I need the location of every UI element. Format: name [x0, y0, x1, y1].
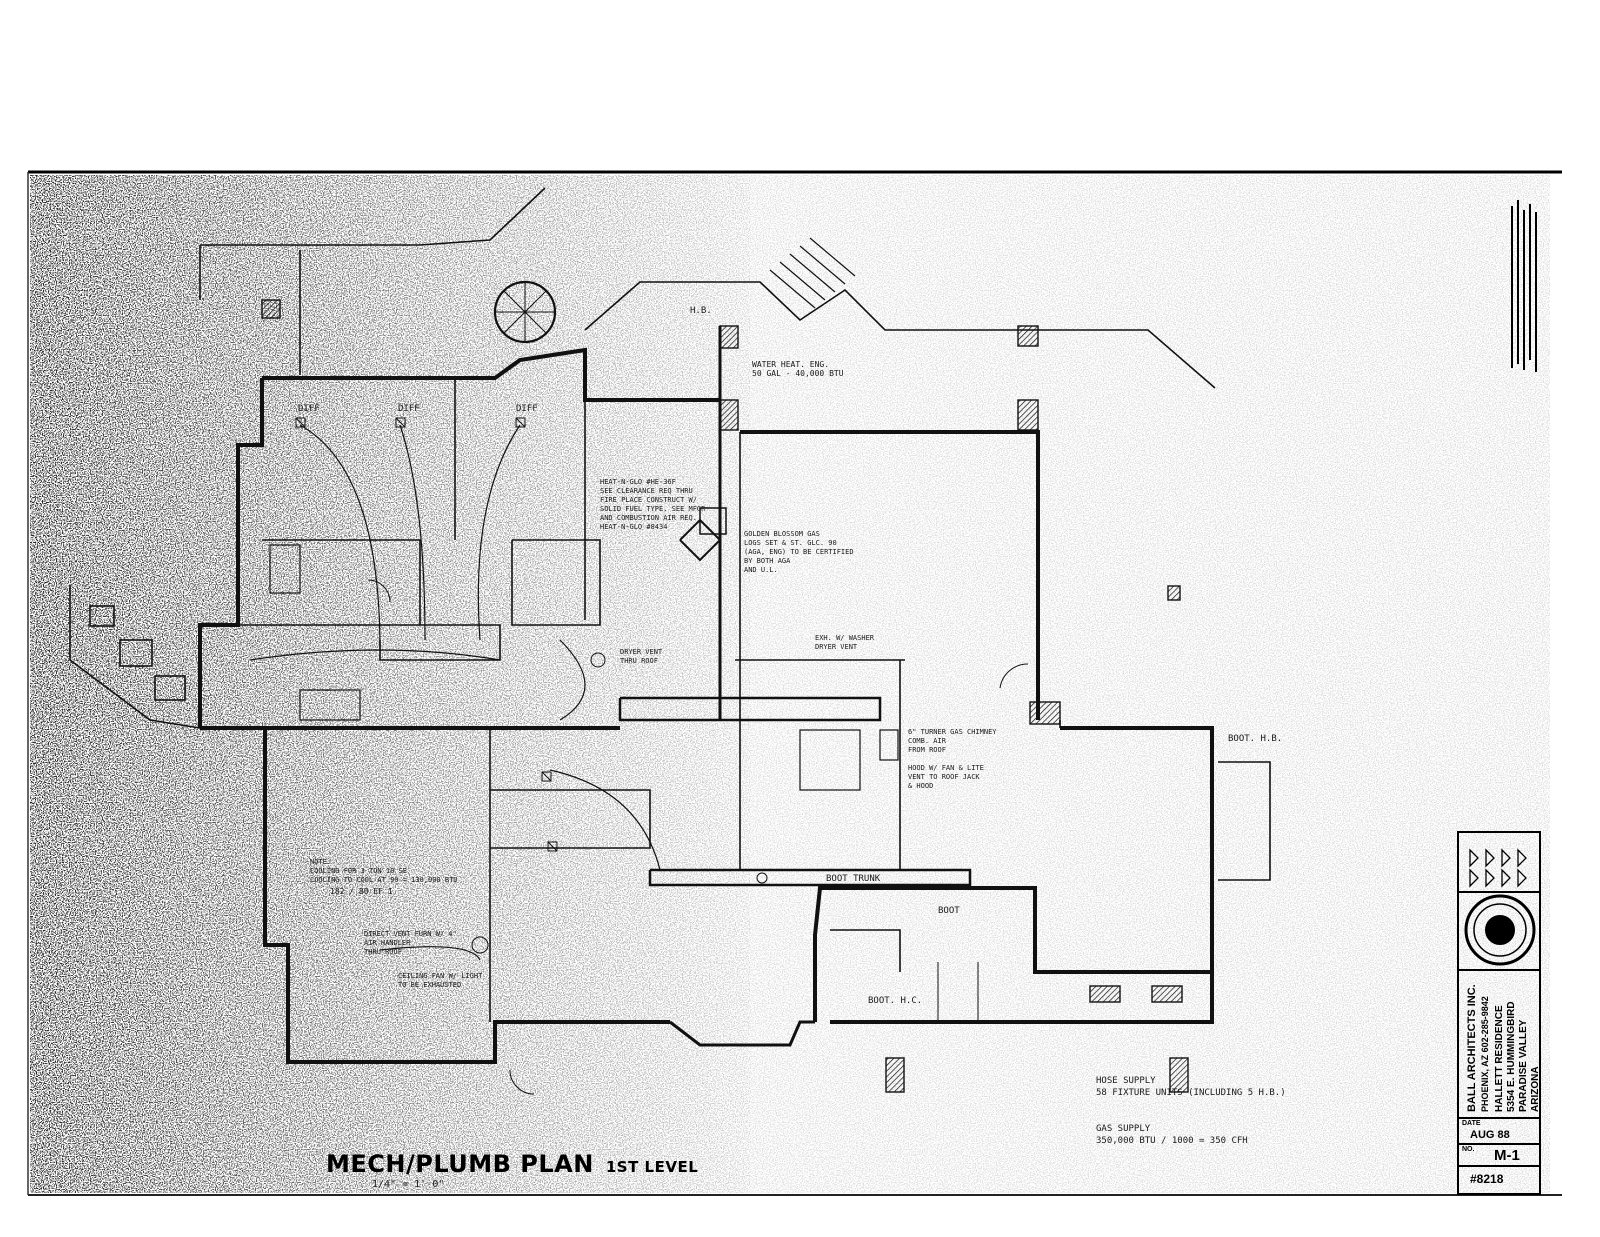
fireplace-note: HEAT-N-GLO #HE-36F SEE CLEARANCE REQ THR…: [600, 478, 706, 531]
boot-label: BOOT: [938, 906, 960, 916]
drawing-scale: 1/4" = 1'-0": [372, 1179, 445, 1190]
date-value: AUG 88: [1470, 1129, 1510, 1141]
heat-load-note: NOTE: COOLING FOR 3 TON 10 SE COOLING TO…: [310, 858, 458, 884]
dryer-vent-note: DRYER VENT THRU ROOF: [620, 648, 663, 665]
title-block-frame: [1457, 831, 1541, 1195]
floor-plan: [69, 187, 1271, 1095]
water-supply-heading: HOSE SUPPLY: [1096, 1076, 1156, 1086]
exhaust-fan-note: EXH. W/ WASHER DRYER VENT: [815, 634, 875, 651]
hood-fan-note: HOOD W/ FAN & LITE VENT TO ROOF JACK & H…: [908, 764, 984, 790]
boot-hb-label: BOOT. H.B.: [1228, 734, 1283, 744]
firm-name: BALL ARCHITECTS INC.: [1466, 984, 1478, 1112]
drawing-title-text: MECH/PLUMB PLAN: [326, 1150, 594, 1178]
gas-logs-note: GOLDEN BLOSSOM GAS LOGS SET & ST. GLC. 9…: [744, 530, 854, 574]
boot-hc-label: BOOT. H.C.: [868, 996, 923, 1006]
gas-supply-heading: GAS SUPPLY: [1096, 1124, 1151, 1134]
columns: [261, 299, 1189, 1093]
project-city: PARADISE VALLEY: [1518, 1019, 1529, 1112]
diffusers: [295, 417, 768, 954]
drawing-title: MECH/PLUMB PLAN 1ST LEVEL: [326, 1150, 698, 1178]
revision-triangles: [1469, 848, 1527, 888]
water-heater-note: WATER HEAT. ENG. 50 GAL - 40,000 BTU: [752, 360, 844, 378]
project-name: HALLETT RESIDENCE: [1494, 1005, 1505, 1112]
ceiling-fan-note: CEILING FAN W/ LIGHT TO BE EXHAUSTED: [398, 972, 483, 989]
drawing-level: 1ST LEVEL: [605, 1158, 699, 1176]
water-supply-note: 58 FIXTURE UNITS (INCLUDING 5 H.B.): [1096, 1088, 1286, 1098]
sheet-number: M-1: [1494, 1147, 1520, 1164]
diffuser-label-1: DIFF: [298, 404, 320, 414]
boot-trunk-label: BOOT TRUNK: [826, 874, 881, 884]
furnace-note: DIRECT VENT FURN W/ 4" AIR HANDLER THRU …: [364, 930, 457, 956]
firm-address: PHOENIX, AZ 602-285-9842: [1480, 996, 1490, 1112]
combustion-air-note: 6" TURNER GAS CHIMNEY COMB. AIR FROM ROO…: [908, 728, 997, 754]
diffuser-label-3: DIFF: [516, 404, 538, 414]
photocopy-noise: [30, 175, 1550, 1193]
heat-load-note-2: 182 / 80 EF 1: [330, 887, 393, 896]
project-address: 5354 E. HUMMINGBIRD: [1506, 1001, 1517, 1112]
door-swings: [367, 579, 1029, 1095]
diffuser-label-2: DIFF: [398, 404, 420, 414]
sheet-border: [27, 170, 1562, 1196]
exterior-stair: [769, 237, 856, 309]
project-state: ARIZONA: [1530, 1066, 1541, 1112]
code-compliance-stamp: [1511, 200, 1537, 372]
spiral-stair: [495, 282, 555, 342]
sheet-label: NO.: [1462, 1146, 1475, 1153]
date-label: DATE: [1462, 1120, 1481, 1127]
hose-bib-label: H.B.: [690, 306, 712, 316]
duct-runs: [249, 424, 661, 961]
job-number: #8218: [1470, 1172, 1504, 1186]
gas-supply-note: 350,000 BTU / 1000 = 350 CFH: [1096, 1136, 1248, 1146]
